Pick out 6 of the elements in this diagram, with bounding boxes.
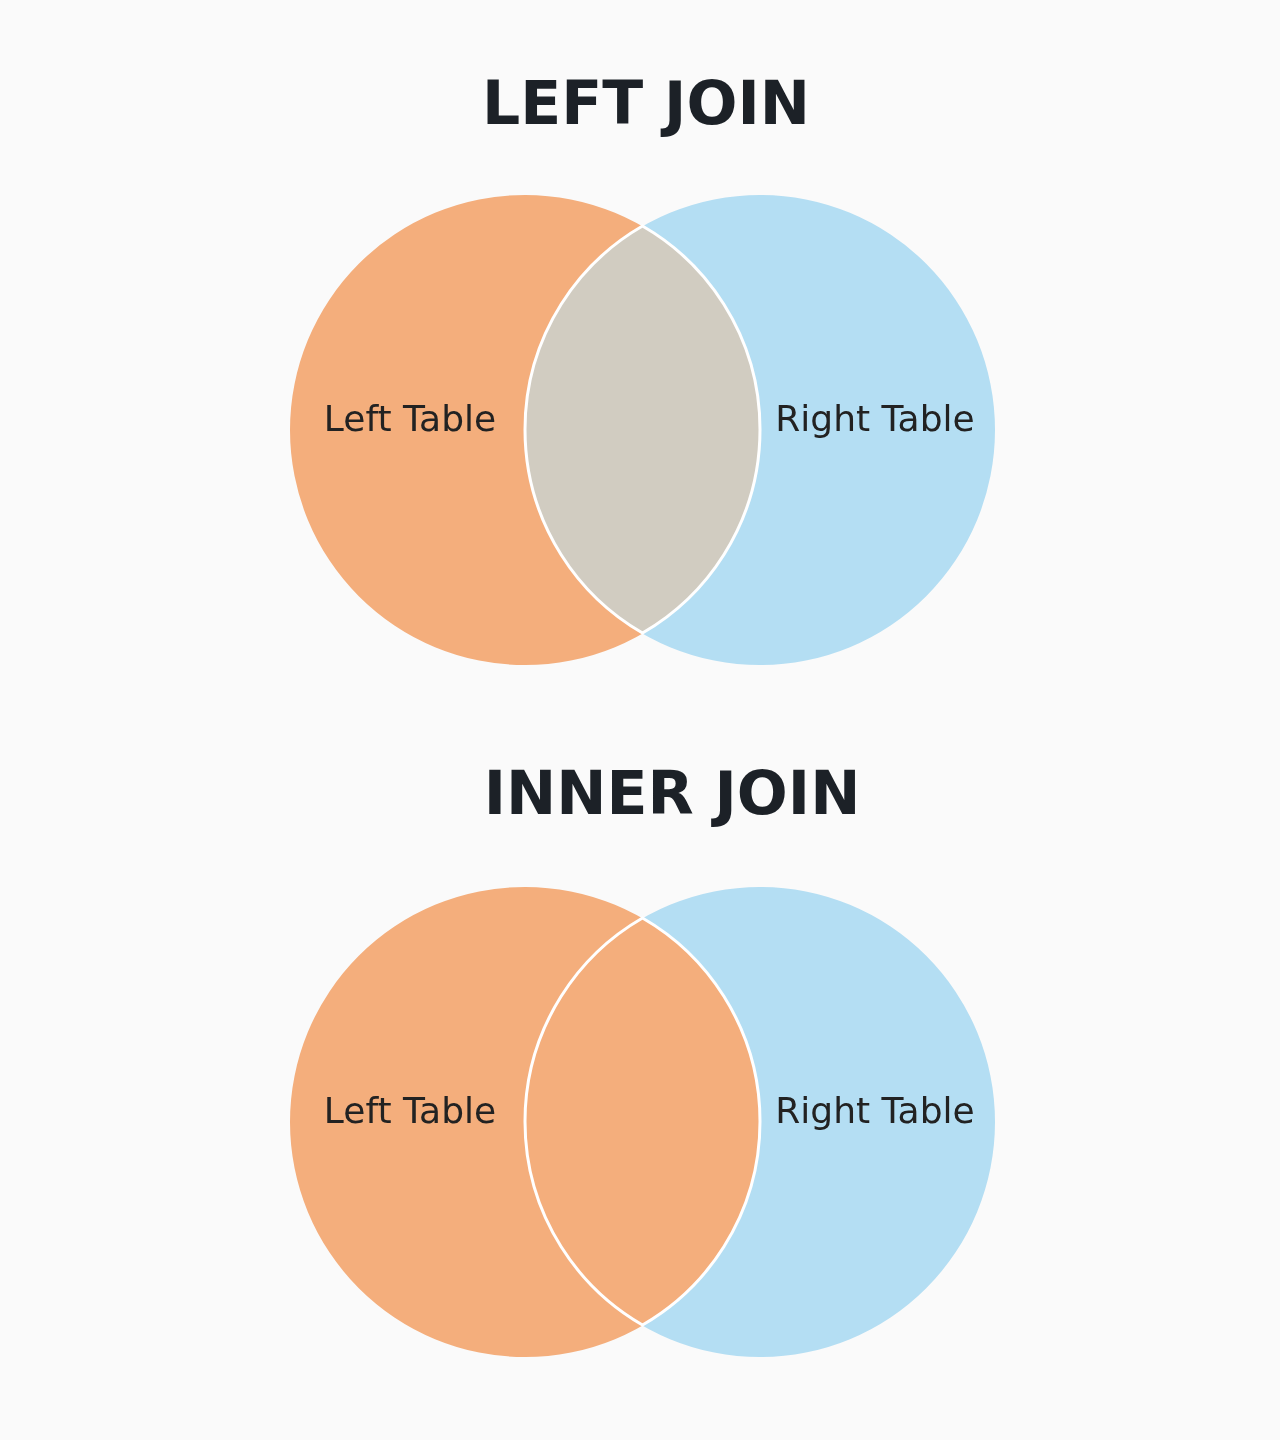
circle-label: Left Table bbox=[323, 1089, 497, 1131]
diagram-heading: INNER JOIN bbox=[483, 758, 861, 828]
diagram-heading: LEFT JOIN bbox=[482, 68, 810, 138]
circle-label: Right Table bbox=[775, 1089, 975, 1131]
circle-label: Right Table bbox=[775, 397, 975, 439]
circle-label: Left Table bbox=[323, 397, 497, 439]
